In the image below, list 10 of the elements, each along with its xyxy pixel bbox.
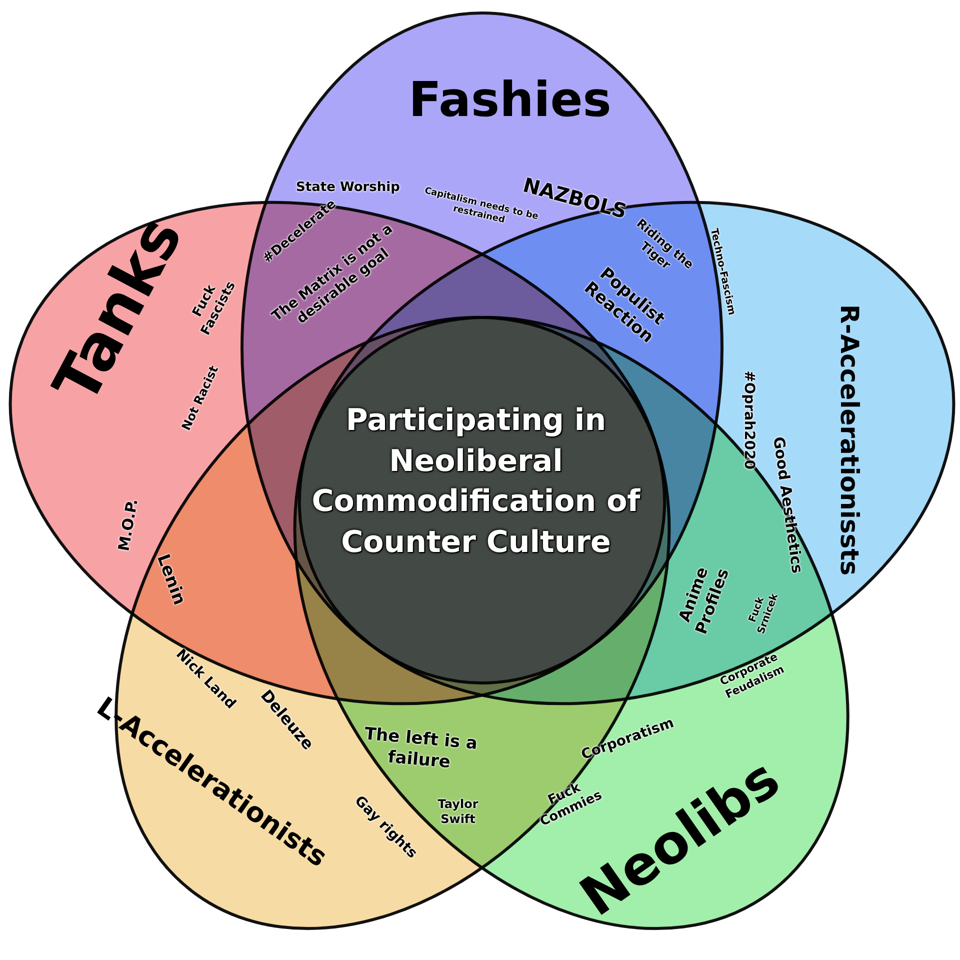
region-label: Taylor Swift xyxy=(436,797,480,827)
region-label: Good Aesthetics xyxy=(769,436,807,574)
center-label: Participating in Neoliberal Commodification of Counter Culture xyxy=(310,402,642,562)
set-title: Fashies xyxy=(408,76,612,124)
region-label: The left is a failure xyxy=(362,722,480,775)
region-label: Lenin xyxy=(151,552,189,608)
region-label: M.O.P. xyxy=(114,497,142,553)
region-label: #Oprah2020 xyxy=(740,370,757,470)
set-title: R-Accelerationissts xyxy=(838,304,862,576)
region-label: State Worship xyxy=(296,180,400,196)
